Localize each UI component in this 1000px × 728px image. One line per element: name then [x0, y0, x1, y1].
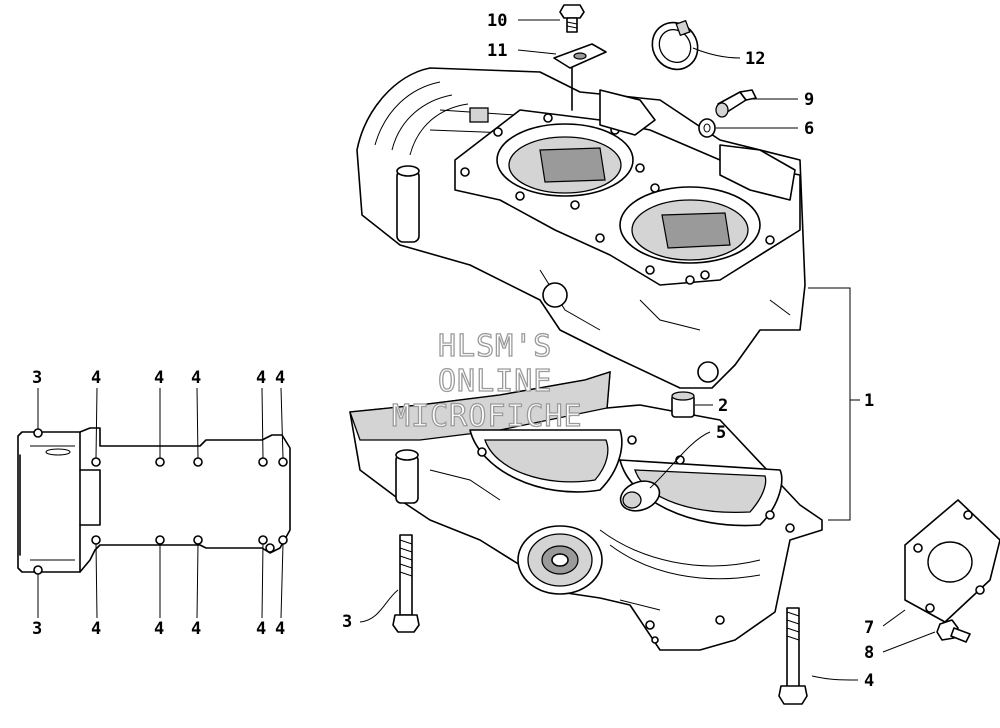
callout-8: 8	[864, 643, 874, 663]
callout-11: 11	[487, 41, 507, 61]
part-8-bolt	[936, 619, 971, 643]
pattern-bottom-label: 4	[154, 619, 164, 639]
watermark-line-1: HLSM'S	[438, 329, 552, 364]
callout-5: 5	[716, 423, 726, 443]
callout-6: 6	[804, 119, 814, 139]
watermark-line-2: ONLINE	[438, 364, 552, 399]
leader-lines	[359, 19, 936, 681]
callout-12: 12	[745, 49, 765, 69]
pattern-top-label: 4	[256, 368, 266, 388]
pattern-bottom-label: 4	[256, 619, 266, 639]
watermark: HLSM'S ONLINE MICROFICHE	[391, 328, 583, 434]
pattern-top-label: 4	[191, 368, 201, 388]
part-7-gasket	[904, 499, 1000, 623]
callout-10: 10	[487, 11, 507, 31]
pattern-bottom-label: 4	[191, 619, 201, 639]
upper-crankcase	[356, 67, 806, 389]
callout-9: 9	[804, 90, 814, 110]
part-3-bolt	[392, 534, 420, 633]
part-12-clamp	[651, 19, 699, 71]
part-5-sleeve	[619, 480, 661, 512]
pattern-bottom-label: 4	[91, 619, 101, 639]
pattern-top-label: 4	[91, 368, 101, 388]
pattern-bottom-label: 4	[275, 619, 285, 639]
callout-3-bolt: 3	[342, 612, 352, 632]
part-10-bolt	[559, 4, 585, 33]
callout-7: 7	[864, 618, 874, 638]
pattern-top-label: 4	[275, 368, 285, 388]
part-4-bolt	[778, 607, 808, 705]
pattern-bottom-label: 3	[32, 619, 42, 639]
callout-2: 2	[718, 396, 728, 416]
callout-1: 1	[864, 391, 874, 411]
part-2-dowel	[671, 391, 695, 418]
bolt-pattern-diagram	[17, 387, 291, 619]
pattern-top-label: 4	[154, 368, 164, 388]
watermark-line-3: MICROFICHE	[392, 399, 583, 434]
part-11-plate	[553, 43, 607, 111]
part-6-washer	[698, 118, 716, 138]
pattern-top-label: 3	[32, 368, 42, 388]
lower-crankcase	[349, 371, 823, 651]
part-9-fitting	[715, 89, 757, 118]
callout-labels: 10 11 12 9 6 2 5 1 3 7 8 4 3 4 4 4 4 4 3…	[32, 11, 874, 691]
callout-4-bolt: 4	[864, 671, 874, 691]
